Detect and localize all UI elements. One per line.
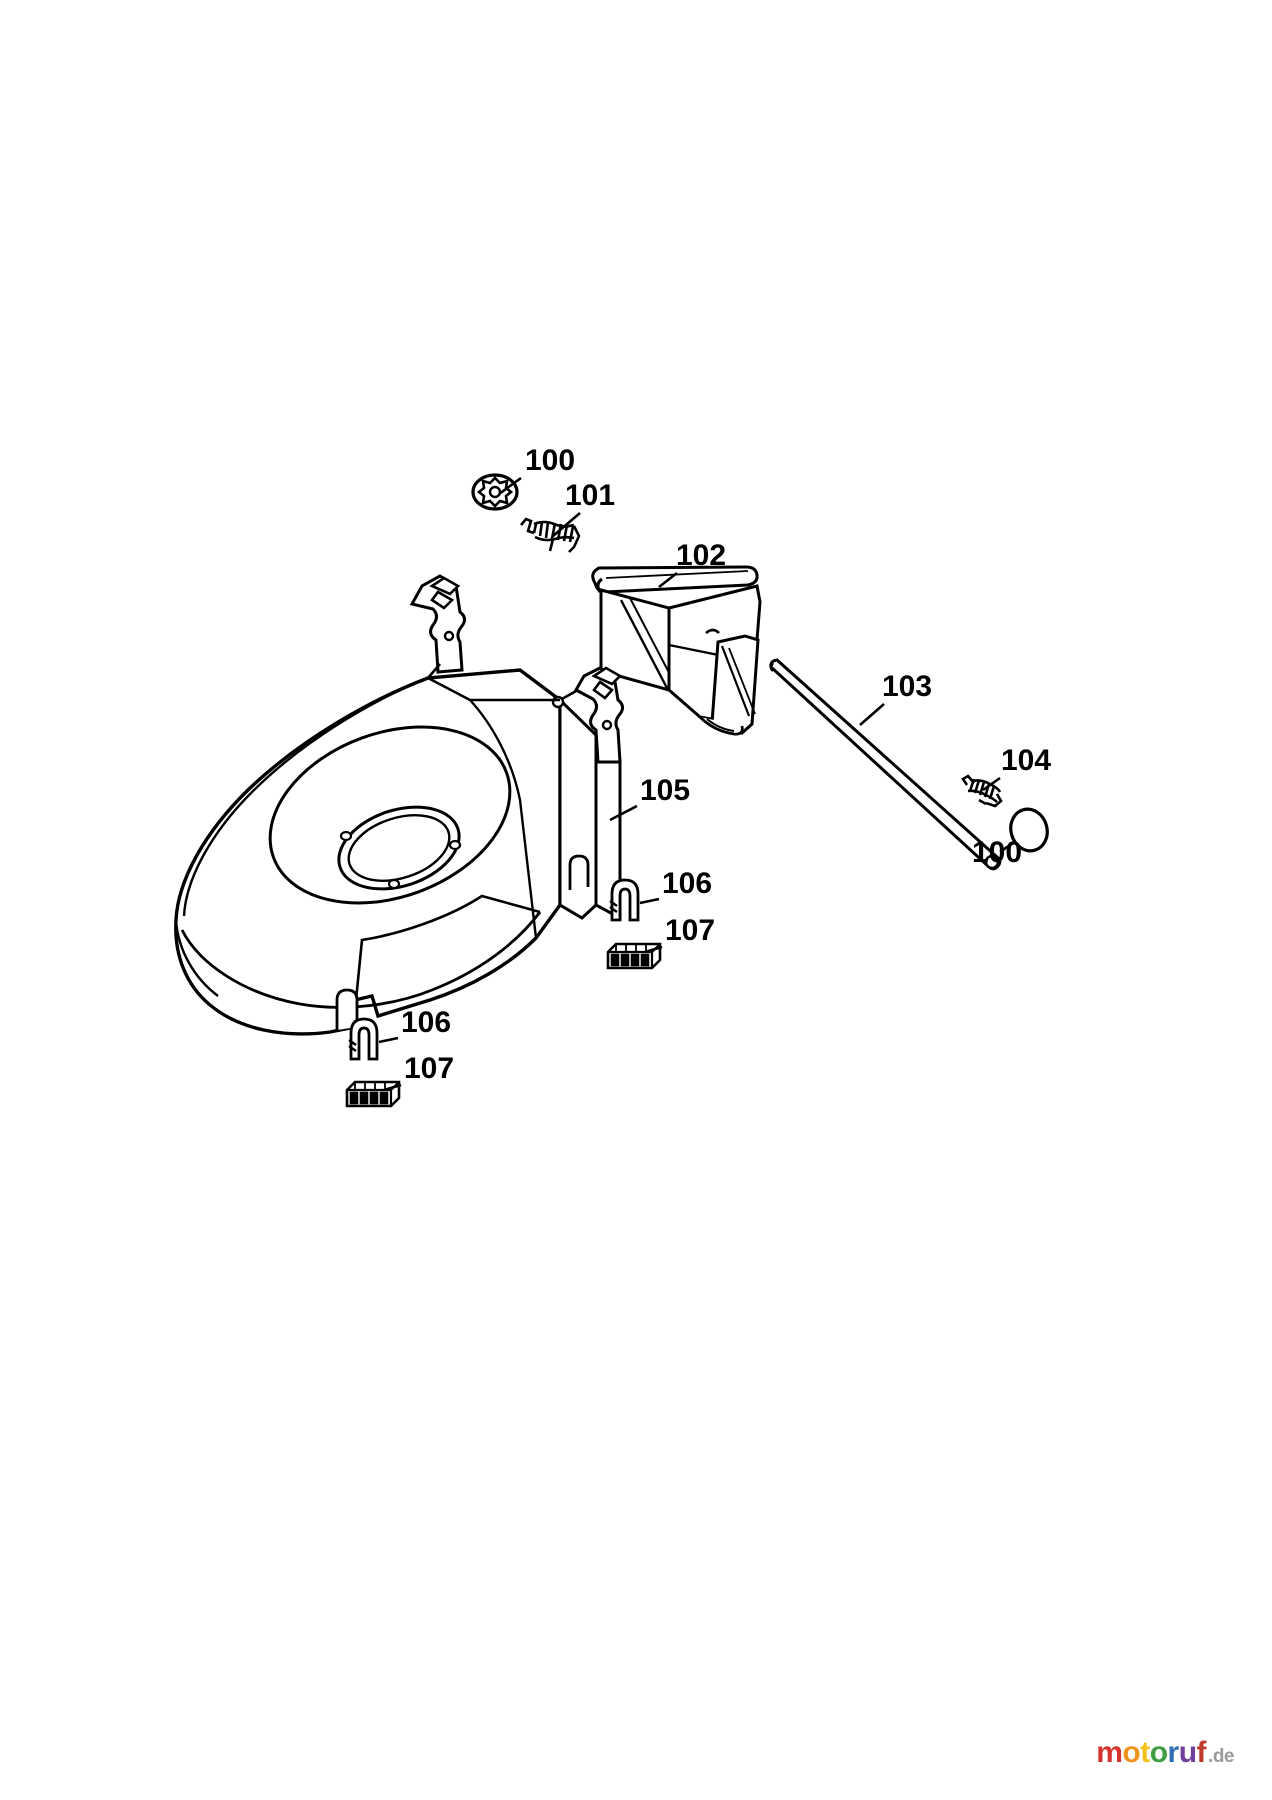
- callout-100-top: 100: [525, 444, 575, 477]
- callout-labels: 100 101 102 103 104 100 105 106 107 106 …: [401, 444, 1051, 1085]
- part-107-connector-left: [345, 1080, 401, 1108]
- part-103-hinge-rod: [769, 658, 1002, 871]
- logo-letter-r: r: [1167, 1736, 1180, 1769]
- leader-102: [658, 571, 678, 589]
- leader-103: [859, 703, 885, 726]
- callout-106-right: 106: [662, 867, 712, 900]
- part-104-spring: [961, 774, 1003, 808]
- logo-letter-m: m: [1096, 1736, 1123, 1769]
- callout-106-left: 106: [401, 1006, 451, 1039]
- part-102-rear-deflector: [591, 565, 762, 736]
- callout-103: 103: [882, 670, 932, 703]
- logo-letter-o1: o: [1122, 1736, 1141, 1769]
- part-107-connector-right: [606, 942, 662, 970]
- callout-107-right: 107: [665, 914, 715, 947]
- leader-101: [552, 512, 581, 537]
- leader-100-top: [498, 476, 522, 496]
- leader-100-right: [999, 839, 1017, 854]
- deck-hinge-bracket-left: [409, 574, 467, 679]
- callout-100-right: 100: [972, 836, 1022, 869]
- leader-104: [982, 776, 1001, 792]
- deck-hinge-bracket-right: [551, 666, 625, 764]
- leader-106-right: [639, 897, 660, 905]
- callout-104: 104: [1001, 744, 1051, 777]
- leader-107-right: [644, 945, 663, 954]
- part-105-mower-deck: [174, 574, 625, 1036]
- part-106-clip-left: [348, 1017, 379, 1061]
- logo-letter-u: u: [1178, 1736, 1197, 1769]
- part-101-spring: [520, 517, 581, 553]
- callout-102: 102: [676, 539, 726, 572]
- logo-suffix: .de: [1208, 1746, 1234, 1767]
- logo-letter-t: t: [1140, 1736, 1150, 1769]
- callout-105: 105: [640, 774, 690, 807]
- leader-107-left: [383, 1083, 402, 1092]
- callout-101: 101: [565, 479, 615, 512]
- part-106-clip-right: [609, 878, 640, 922]
- part-100-cap: [1009, 807, 1049, 853]
- leader-105: [609, 804, 638, 822]
- part-100-star-washer: [471, 473, 519, 511]
- logo-letter-o2: o: [1149, 1736, 1168, 1769]
- leader-106-left: [378, 1036, 399, 1044]
- callout-leaders: [378, 476, 1017, 1092]
- callout-107-left: 107: [404, 1052, 454, 1085]
- logo-letter-f: f: [1196, 1736, 1207, 1769]
